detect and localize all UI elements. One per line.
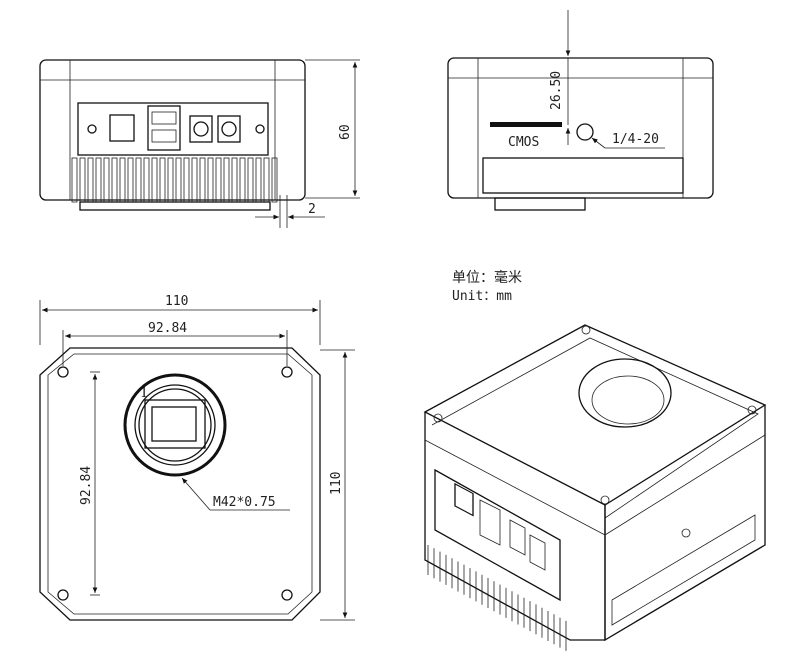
heatsink-fin <box>207 157 214 203</box>
heatsink-fin <box>119 157 126 203</box>
heatsink-fin <box>247 157 254 203</box>
heatsink-fin <box>95 157 102 203</box>
lens-mount-icon <box>123 373 227 477</box>
heatsink-fin <box>71 157 78 203</box>
heatsink-fin <box>79 157 86 203</box>
heatsink-fin <box>127 157 134 203</box>
heatsink-fin <box>87 157 94 203</box>
height-dim-110: 110 <box>329 472 344 495</box>
heatsink-fin <box>255 157 262 203</box>
offset-dim-26-50: 26.50 <box>549 71 564 110</box>
height-dim-60: 60 <box>338 124 353 140</box>
heatsink-fin <box>143 157 150 203</box>
hole-spacing-v-dim: 92.84 <box>79 466 94 505</box>
screw-holes <box>57 366 293 601</box>
heatsink-fin <box>231 157 238 203</box>
cmos-label: CMOS <box>508 135 539 150</box>
heatsink-fin <box>263 157 270 203</box>
tripod-mount-hole-icon <box>576 123 594 141</box>
mount-marker: 1 <box>140 386 148 401</box>
heatsink-fin <box>223 157 230 203</box>
heatsink-fin <box>199 157 206 203</box>
mount-label: 1/4-20 <box>612 132 659 147</box>
heatsink-fin <box>191 157 198 203</box>
heatsink-fin <box>215 157 222 203</box>
width-dim-110: 110 <box>165 294 188 309</box>
heatsink-fin <box>183 157 190 203</box>
fin-dim-2: 2 <box>308 202 316 217</box>
hole-spacing-h-dim: 92.84 <box>148 321 187 336</box>
usb-b-port-icon <box>109 114 135 142</box>
heatsink-fin <box>135 157 142 203</box>
isometric-view <box>423 324 767 651</box>
usb-a-ports-icon <box>147 105 181 151</box>
cmos-plane-bar <box>490 122 562 127</box>
thread-label: M42*0.75 <box>213 495 276 510</box>
unit-note-chinese: 单位：毫米 <box>452 269 522 286</box>
heatsink-fin <box>111 157 118 203</box>
heatsink-fin <box>167 157 174 203</box>
heatsink-fin <box>239 157 246 203</box>
heatsink-fin <box>151 157 158 203</box>
heatsink-fin <box>271 157 278 203</box>
front-view: 60 2 <box>39 59 360 228</box>
plate-view: 1 110 92.84 92.84 110 M42*0.75 <box>39 294 355 621</box>
heatsink-fin <box>103 157 110 203</box>
side-view: CMOS 26.50 1/4-20 <box>447 10 714 211</box>
heatsink-fin <box>175 157 182 203</box>
unit-note-english: Unit：mm <box>452 289 512 304</box>
heatsink-fin <box>159 157 166 203</box>
